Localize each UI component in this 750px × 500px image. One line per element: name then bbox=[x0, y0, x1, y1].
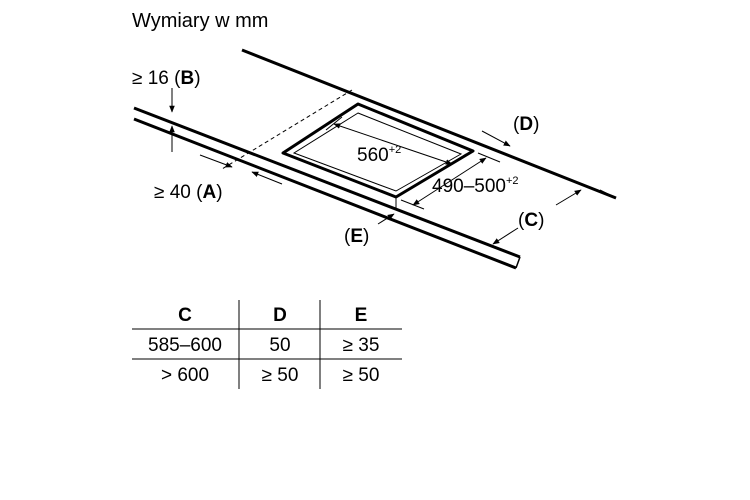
dim-a-arrow-left bbox=[199, 154, 233, 168]
label-e: (E) bbox=[344, 226, 369, 247]
worktop-front-edge-bottom bbox=[133, 117, 517, 270]
worktop-front-edge-cap bbox=[515, 256, 521, 269]
dim-depth-ext-bottom bbox=[400, 199, 425, 210]
label-width: 560+2 bbox=[357, 144, 401, 166]
table-cell: ≥ 50 bbox=[343, 365, 380, 386]
dim-e-arrow bbox=[377, 213, 395, 225]
table-cell: ≥ 35 bbox=[343, 335, 380, 356]
table-header-d: D bbox=[273, 305, 287, 326]
table-cell: ≥ 50 bbox=[262, 365, 299, 386]
table-header-e: E bbox=[355, 305, 368, 326]
dim-c-arrow-upper bbox=[555, 189, 582, 206]
dim-depth-line bbox=[412, 157, 487, 206]
dim-560-line bbox=[333, 123, 453, 165]
diagram-title: Wymiary w mm bbox=[132, 10, 268, 32]
worktop-back-edge-extension bbox=[599, 189, 617, 199]
label-b: ≥ 16 (B) bbox=[132, 68, 201, 89]
dim-depth-ext-top bbox=[477, 152, 501, 163]
label-d: (D) bbox=[513, 114, 539, 135]
dimension-table: C D E 585–600 50 ≥ 35 > 600 ≥ 50 ≥ 50 bbox=[132, 300, 402, 389]
hidden-edge-dashed bbox=[221, 89, 353, 170]
table-header-c: C bbox=[178, 305, 192, 326]
label-c: (C) bbox=[518, 210, 544, 231]
table-cell: > 600 bbox=[161, 365, 209, 386]
table-cell: 50 bbox=[269, 335, 290, 356]
worktop-front-edge-top bbox=[133, 106, 521, 259]
dim-a-arrow-right bbox=[251, 171, 283, 185]
label-depth: 490–500+2 bbox=[432, 175, 519, 197]
dim-c-arrow-lower bbox=[492, 227, 519, 245]
table-cell: 585–600 bbox=[148, 335, 222, 356]
label-a: ≥ 40 (A) bbox=[154, 182, 223, 203]
dim-d-arrow bbox=[481, 130, 511, 147]
